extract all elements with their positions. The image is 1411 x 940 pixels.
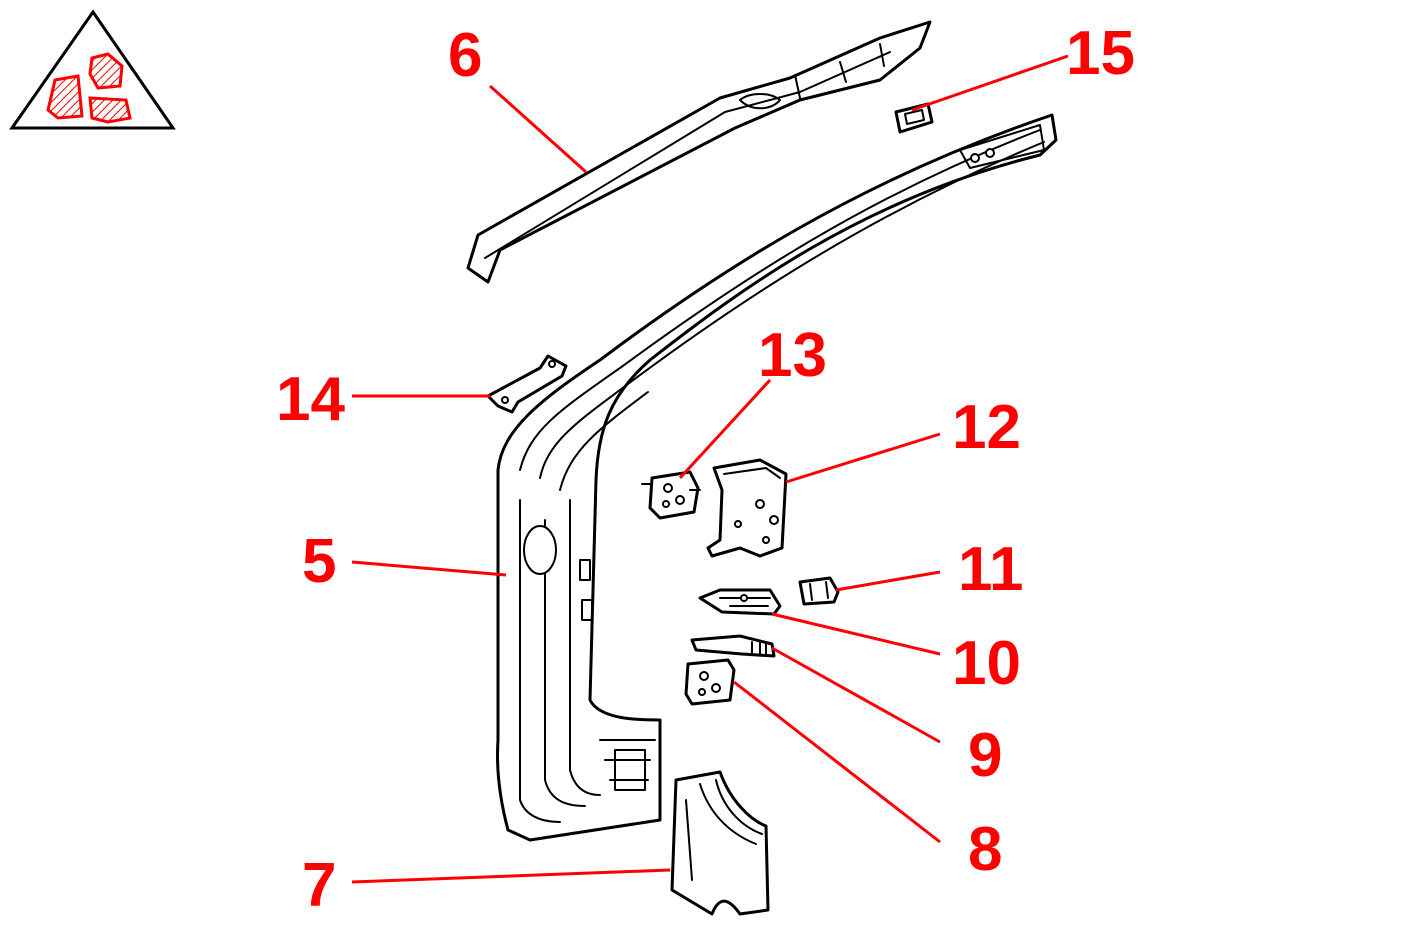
leader-15 [911,54,1069,112]
part-14-bracket [486,354,568,414]
leader-7 [351,868,671,884]
callout-10: 10 [952,629,1021,698]
callout-9: 9 [968,721,1002,790]
leader-11 [835,570,941,592]
part-6-upper-rail [466,20,932,284]
callout-12: 12 [952,393,1021,462]
leader-5 [351,560,507,577]
body-panel-section-triangle-icon [9,9,176,130]
callout-6: 6 [448,21,482,90]
part-13-hinge-plate [641,470,701,520]
callout-8: 8 [968,815,1002,884]
leader-12 [785,432,941,484]
leader-8 [733,680,941,844]
leader-6 [488,84,588,174]
callout-labels: 5 6 7 8 9 10 11 12 13 14 15 [276,19,1135,920]
leader-10 [771,612,941,656]
callout-11: 11 [958,535,1024,604]
leader-9 [771,646,941,744]
part-12-reinforcement [706,458,788,558]
callout-15: 15 [1066,19,1135,88]
callout-7: 7 [302,851,336,920]
part-10-channel-bracket [698,588,782,616]
part-11-clip [798,576,840,606]
part-7-lower-panel [670,770,770,916]
leader-lines [351,54,1069,884]
callout-14: 14 [276,365,345,434]
part-8-plate [684,658,736,706]
leader-13 [678,378,772,480]
part-5-door-frame [496,113,1058,842]
callout-5: 5 [302,527,336,596]
part-9-strap [690,634,776,658]
callout-13: 13 [758,321,827,390]
